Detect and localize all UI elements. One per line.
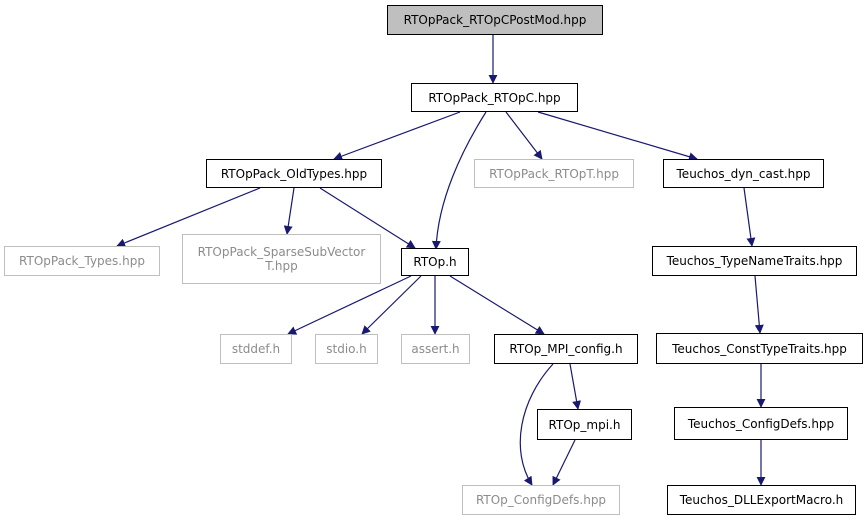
edge-rtopc-rtoph <box>431 111 487 250</box>
edge-rtoph-stddef <box>287 275 412 335</box>
edge-dyncast-typename <box>743 187 756 247</box>
edge-rtopc-rtopt <box>505 111 543 160</box>
node-teuchos-dyn-cast[interactable]: Teuchos_dyn_cast.hpp <box>663 159 824 188</box>
node-rtop-mpi-config[interactable]: RTOp_MPI_config.h <box>494 334 638 364</box>
node-rtoppack-rtopc[interactable]: RTOpPack_RTOpC.hpp <box>411 83 578 112</box>
node-rtoppack-oldtypes[interactable]: RTOpPack_OldTypes.hpp <box>206 159 382 188</box>
node-teuchos-typenametraits[interactable]: Teuchos_TypeNameTraits.hpp <box>652 246 857 276</box>
edge-oldtypes-rtoph <box>319 187 416 249</box>
node-stdio-h[interactable]: stdio.h <box>315 334 378 364</box>
node-rtoppack-sparsesubvectort[interactable]: RTOpPack_SparseSubVector T.hpp <box>182 234 381 284</box>
edge-oldtypes-types <box>116 187 261 248</box>
edge-rtopc-dyncast <box>537 111 698 162</box>
node-rtop-configdefs[interactable]: RTOp_ConfigDefs.hpp <box>462 485 620 515</box>
node-rtoppack-rtopt[interactable]: RTOpPack_RTOpT.hpp <box>474 159 634 188</box>
node-rtop-h[interactable]: RTOp.h <box>401 248 469 276</box>
node-rtop-mpi-h[interactable]: RTOp_mpi.h <box>537 409 632 440</box>
node-assert-h[interactable]: assert.h <box>401 334 470 364</box>
edge-oldtypes-sparse <box>283 187 295 235</box>
node-stddef-h[interactable]: stddef.h <box>220 334 292 364</box>
edge-rtopmpi-rtopconfig <box>552 439 576 486</box>
node-rtoppack-rtopcpostmod[interactable]: RTOpPack_RTOpCPostMod.hpp <box>387 5 603 35</box>
edge-mpiconfig-rtopconfig <box>519 363 554 486</box>
edge-mpiconfig-rtopmpi <box>569 363 582 410</box>
edge-typename-consttype <box>754 275 764 334</box>
node-teuchos-dllexportmacro[interactable]: Teuchos_DLLExportMacro.h <box>667 485 856 515</box>
node-rtoppack-types[interactable]: RTOpPack_Types.hpp <box>4 246 160 276</box>
edge-rtoph-mpiconfig <box>449 275 545 335</box>
edge-rtopc-oldtypes <box>333 111 461 161</box>
node-teuchos-configdefs[interactable]: Teuchos_ConfigDefs.hpp <box>674 407 848 440</box>
edge-rtoph-stdio <box>361 275 422 335</box>
node-teuchos-consttypetraits[interactable]: Teuchos_ConstTypeTraits.hpp <box>656 333 863 364</box>
